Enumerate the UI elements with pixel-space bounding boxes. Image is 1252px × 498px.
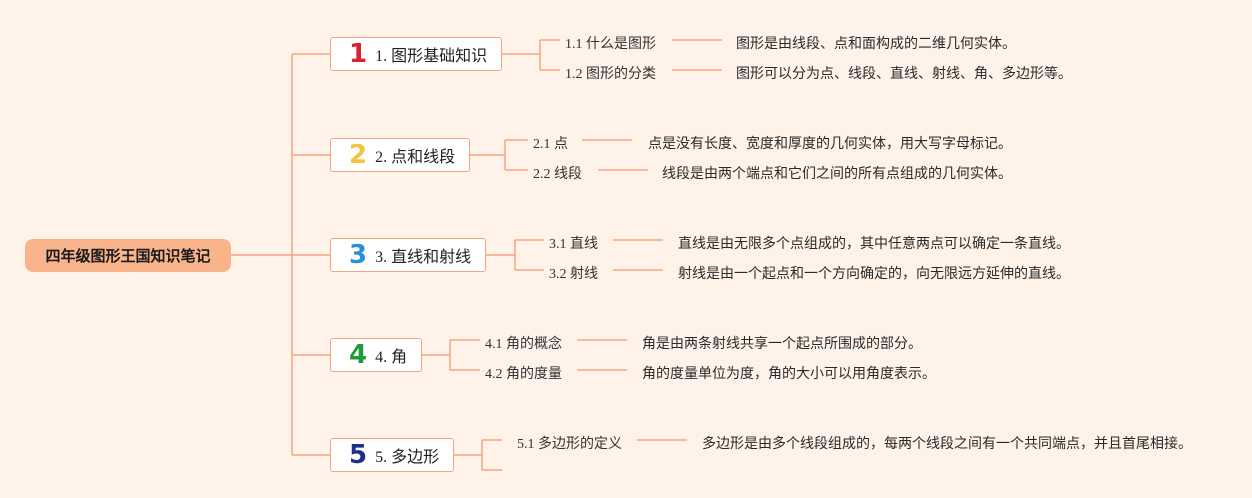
number-badge-icon: 3: [349, 240, 368, 270]
topic-node-4[interactable]: 4 4. 角: [330, 338, 423, 372]
topic-node-1[interactable]: 1 1. 图形基础知识: [330, 37, 503, 71]
subtopic-label[interactable]: 2.1 点: [533, 137, 568, 152]
subtopic-description: 角的度量单位为度，角的大小可以用角度表示。: [642, 367, 936, 382]
number-badge-icon: 1: [349, 39, 368, 69]
subtopic-description: 线段是由两个端点和它们之间的所有点组成的几何实体。: [662, 167, 1012, 182]
subtopic-description: 图形是由线段、点和面构成的二维几何实体。: [736, 37, 1016, 52]
subtopic-label[interactable]: 1.2 图形的分类: [565, 67, 656, 82]
topic-node-3[interactable]: 3 3. 直线和射线: [330, 238, 487, 272]
root-title: 四年级图形王国知识笔记: [45, 247, 211, 265]
number-badge-icon: 4: [349, 340, 368, 370]
subtopic-description: 角是由两条射线共享一个起点所围成的部分。: [642, 337, 922, 352]
topic-label: 5. 多边形: [375, 449, 440, 466]
subtopic-label[interactable]: 1.1 什么是图形: [565, 37, 656, 52]
subtopic-description: 图形可以分为点、线段、直线、射线、角、多边形等。: [736, 67, 1072, 82]
topic-label: 4. 角: [375, 349, 408, 366]
topic-node-5[interactable]: 5 5. 多边形: [330, 438, 455, 472]
number-badge-icon: 2: [349, 140, 368, 170]
subtopic-description: 多边形是由多个线段组成的，每两个线段之间有一个共同端点，并且首尾相接。: [702, 437, 1192, 452]
subtopic-label[interactable]: 3.1 直线: [549, 237, 598, 252]
root-node[interactable]: 四年级图形王国知识笔记: [25, 239, 231, 272]
topic-label: 3. 直线和射线: [375, 249, 472, 266]
subtopic-label[interactable]: 4.2 角的度量: [485, 367, 562, 382]
subtopic-label[interactable]: 2.2 线段: [533, 167, 582, 182]
topic-node-2[interactable]: 2 2. 点和线段: [330, 138, 471, 172]
subtopic-description: 射线是由一个起点和一个方向确定的，向无限远方延伸的直线。: [678, 267, 1070, 282]
subtopic-description: 直线是由无限多个点组成的，其中任意两点可以确定一条直线。: [678, 237, 1070, 252]
topic-label: 2. 点和线段: [375, 149, 456, 166]
topic-label: 1. 图形基础知识: [375, 48, 488, 65]
subtopic-label[interactable]: 3.2 射线: [549, 267, 598, 282]
subtopic-description: 点是没有长度、宽度和厚度的几何实体，用大写字母标记。: [648, 137, 1012, 152]
number-badge-icon: 5: [349, 440, 368, 470]
subtopic-label[interactable]: 5.1 多边形的定义: [517, 437, 622, 452]
subtopic-label[interactable]: 4.1 角的概念: [485, 337, 562, 352]
